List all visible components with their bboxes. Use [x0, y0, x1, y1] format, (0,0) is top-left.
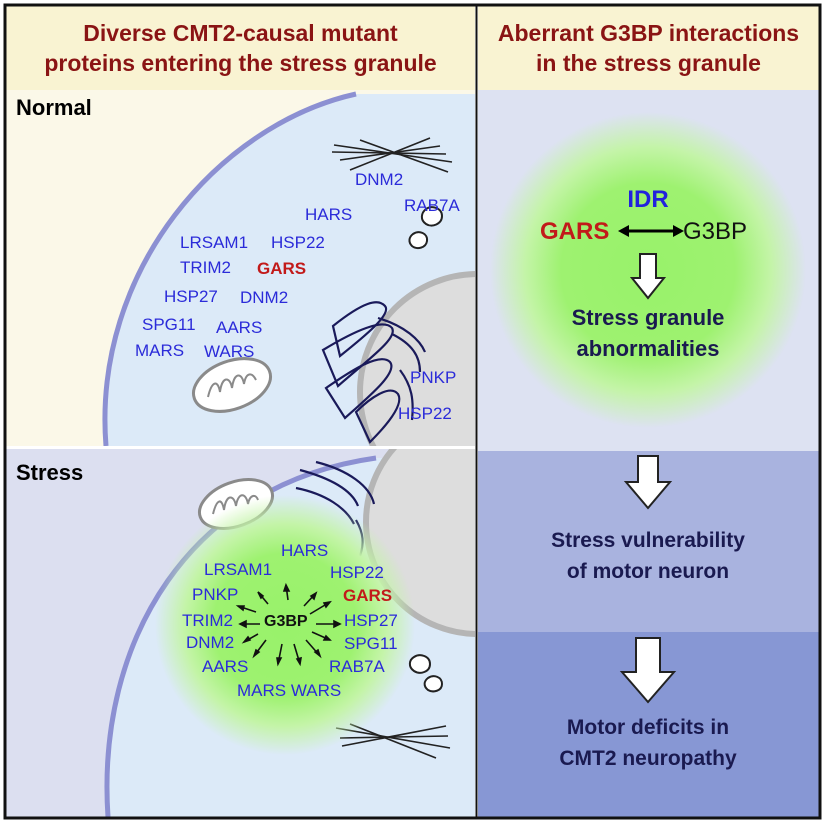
g3bp-interaction-arrows [235, 582, 342, 667]
interaction-result: Stress granule abnormalities [478, 302, 818, 364]
normal-protein-pnkp: PNKP [410, 368, 457, 387]
flow-step2-line2: CMT2 neuropathy [559, 747, 737, 770]
normal-protein-hsp22-nucleus: HSP22 [398, 404, 452, 423]
stress-protein-hars: HARS [281, 541, 329, 560]
stress-protein-hsp27: HSP27 [344, 611, 398, 630]
normal-mitochondrion [192, 357, 272, 413]
normal-protein-hsp27: HSP27 [164, 287, 218, 306]
right-header: Aberrant G3BP interactions in the stress… [478, 18, 819, 78]
stress-protein-pnkp: PNKP [192, 585, 239, 604]
stress-protein-hsp22: HSP22 [330, 563, 384, 582]
stress-vesicle-1 [408, 654, 432, 674]
left-header-bg [6, 6, 475, 90]
normal-protein-hsp22: HSP22 [271, 233, 325, 252]
normal-vesicle-1 [420, 206, 444, 227]
stress-cell [104, 449, 475, 817]
interaction-result-line2: abnormalities [576, 336, 720, 361]
flow-step2-line1: Motor deficits in [566, 716, 730, 739]
normal-vesicle-2 [408, 231, 429, 250]
normal-membrane [102, 91, 357, 446]
normal-protein-trim2: TRIM2 [180, 258, 231, 277]
normal-protein-aars: AARS [216, 318, 263, 337]
stress-vesicle-2 [423, 675, 444, 693]
normal-protein-wars: WARS [204, 342, 255, 361]
stress-protein-aars: AARS [202, 657, 249, 676]
normal-protein-spg11: SPG11 [142, 315, 196, 334]
flow-step1-line2: of motor neuron [566, 560, 730, 583]
normal-protein-rab7a: RAB7A [404, 196, 460, 215]
flow-step1: Stress vulnerability of motor neuron [478, 525, 818, 587]
left-header-line1: Diverse CMT2-causal mutant [83, 20, 398, 46]
normal-protein-mars: MARS [135, 341, 185, 360]
flow-arrow-2 [619, 637, 677, 704]
interaction-gars: GARS [540, 218, 610, 245]
normal-protein-dnm2: DNM2 [240, 288, 289, 307]
stress-protein-gars: GARS [343, 586, 393, 605]
stress-protein-lrsam1: LRSAM1 [204, 560, 273, 579]
stress-label: Stress [16, 460, 84, 485]
interaction-result-line1: Stress granule [571, 305, 725, 330]
right-header-bg [478, 6, 819, 90]
normal-protein-dnm2-top: DNM2 [355, 170, 404, 189]
right-header-line1: Aberrant G3BP interactions [497, 20, 800, 46]
left-header-line2: proteins entering the stress granule [44, 50, 437, 76]
normal-protein-gars: GARS [257, 259, 307, 278]
flow-step1-line1: Stress vulnerability [551, 529, 745, 552]
normal-protein-hars: HARS [305, 205, 353, 224]
interaction-down-arrow [629, 253, 667, 300]
normal-cell [102, 91, 475, 446]
stress-protein-dnm2: DNM2 [186, 633, 235, 652]
interaction-g3bp: G3BP [683, 218, 748, 245]
gars-g3bp-double-arrow [618, 225, 684, 237]
stress-protein-mars-wars: MARS WARS [237, 681, 342, 700]
idr-label: IDR [627, 186, 669, 213]
flow-step2: Motor deficits in CMT2 neuropathy [478, 712, 818, 774]
right-header-line2: in the stress granule [536, 50, 761, 76]
stress-protein-spg11: SPG11 [344, 634, 398, 653]
stress-protein-rab7a: RAB7A [329, 657, 385, 676]
normal-protein-lrsam1: LRSAM1 [180, 233, 249, 252]
figure-border [3, 3, 822, 820]
flow-arrow-1 [623, 455, 673, 510]
normal-cytoskeleton [331, 137, 453, 173]
stress-hub-g3bp: G3BP [264, 613, 308, 630]
stress-granule [155, 495, 415, 755]
left-header: Diverse CMT2-causal mutant proteins ente… [6, 18, 475, 78]
normal-label: Normal [16, 95, 92, 120]
normal-er [321, 301, 427, 444]
stress-protein-trim2: TRIM2 [182, 611, 233, 630]
